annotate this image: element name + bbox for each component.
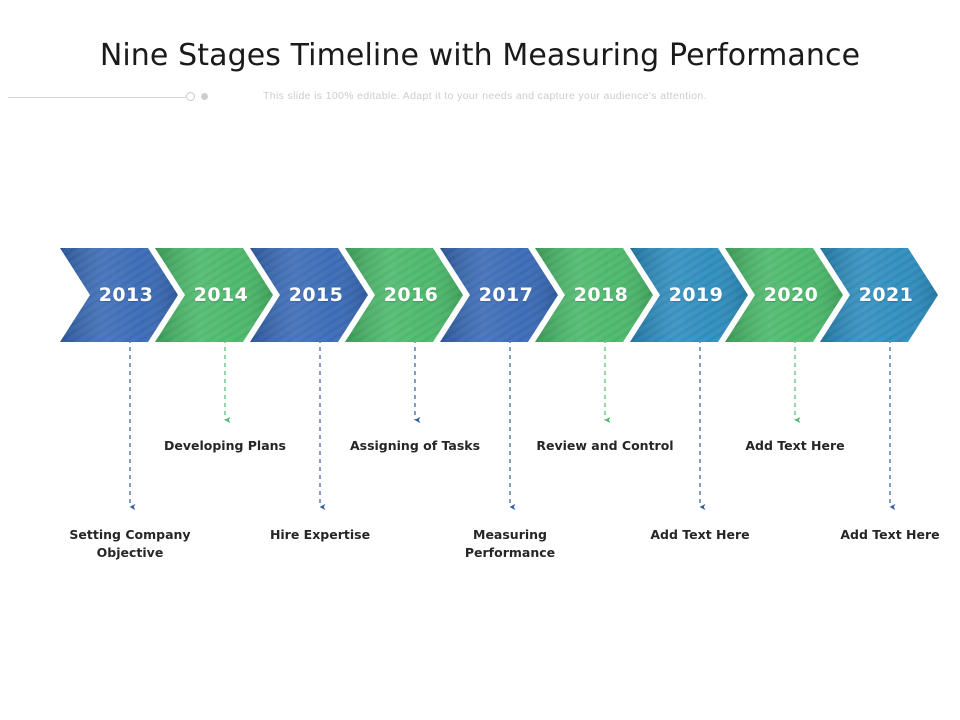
chevron-shape — [820, 248, 938, 342]
chevron-shape — [535, 248, 653, 342]
stage-label-2020: Add Text Here — [745, 438, 845, 453]
page-title: Nine Stages Timeline with Measuring Perf… — [99, 38, 861, 73]
chevron-shape — [155, 248, 273, 342]
chevron-shape — [345, 248, 463, 342]
stage-label-2016: Assigning of Tasks — [349, 438, 481, 453]
stage-label-2018: Review and Control — [536, 438, 674, 453]
chevron-shape — [725, 248, 843, 342]
stage-label-2019: Add Text Here — [650, 527, 750, 542]
chevron-shape — [440, 248, 558, 342]
subtitle-bar: This slide is 100% editable. Adapt it to… — [0, 88, 960, 108]
stage-label-2013: Setting Company Objective — [69, 527, 191, 560]
timeline-chevron-2021[interactable]: 2021 — [820, 248, 938, 342]
timeline-chevron-2019[interactable]: 2019 — [630, 248, 748, 342]
stage-label-2017: Measuring Performance — [464, 527, 556, 560]
chevron-shape — [250, 248, 368, 342]
subtitle-text: This slide is 100% editable. Adapt it to… — [263, 90, 707, 102]
chevron-shape — [60, 248, 178, 342]
subtitle-rule — [8, 97, 186, 98]
chevron-shape — [630, 248, 748, 342]
timeline-chevron-2016[interactable]: 2016 — [345, 248, 463, 342]
circle-outline-icon — [186, 92, 195, 101]
timeline-chevron-2017[interactable]: 2017 — [440, 248, 558, 342]
stage-label-2015: Hire Expertise — [269, 527, 371, 542]
stage-label-2014: Developing Plans — [163, 438, 286, 453]
dot-icon — [201, 93, 208, 100]
stage-label-2021: Add Text Here — [840, 527, 940, 542]
